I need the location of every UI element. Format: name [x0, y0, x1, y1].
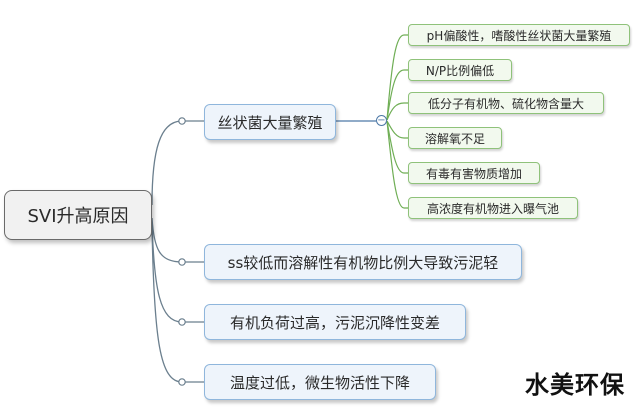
connector-sub-3 — [386, 102, 408, 121]
sub-node-np-ratio[interactable]: N/P比例偏低 — [408, 59, 512, 81]
root-node[interactable]: SVI升高原因 — [4, 190, 152, 240]
connector-root-branch-3 — [151, 221, 204, 323]
sub-node-ph-acidic[interactable]: pH偏酸性，嗜酸性丝状菌大量繁殖 — [408, 24, 630, 46]
connector-root-branch-2 — [151, 217, 204, 263]
connector-sub-6 — [386, 120, 408, 209]
connector-root-branch-4 — [151, 225, 204, 383]
sub-node-low-dissolved-oxygen[interactable]: 溶解氧不足 — [408, 127, 502, 149]
connector-sub-5 — [386, 120, 408, 174]
connector-sub-1 — [386, 34, 408, 121]
junction-dot — [178, 318, 186, 326]
connector-sub-2 — [386, 69, 408, 121]
junction-dot — [178, 117, 186, 125]
branch-node-low-ss[interactable]: ss较低而溶解性有机物比例大导致污泥轻 — [204, 244, 522, 280]
junction-dot — [178, 378, 186, 386]
sub-node-low-molecular-organics[interactable]: 低分子有机物、硫化物含量大 — [408, 92, 604, 114]
junction-dot — [178, 258, 186, 266]
connector-sub-4 — [386, 120, 408, 139]
branch-node-filamentous-bacteria[interactable]: 丝状菌大量繁殖 — [204, 104, 336, 140]
branch-node-low-temperature[interactable]: 温度过低，微生物活性下降 — [204, 364, 436, 400]
sub-node-toxic-substances[interactable]: 有毒有害物质增加 — [408, 162, 540, 184]
branch-node-high-organic-load[interactable]: 有机负荷过高，污泥沉降性变差 — [204, 304, 466, 340]
collapse-toggle-icon[interactable]: − — [376, 114, 387, 126]
connector-root-branch-1 — [151, 120, 204, 206]
watermark-logo: 水美环保 — [525, 370, 625, 399]
sub-node-high-concentration-organics[interactable]: 高浓度有机物进入曝气池 — [408, 197, 578, 219]
